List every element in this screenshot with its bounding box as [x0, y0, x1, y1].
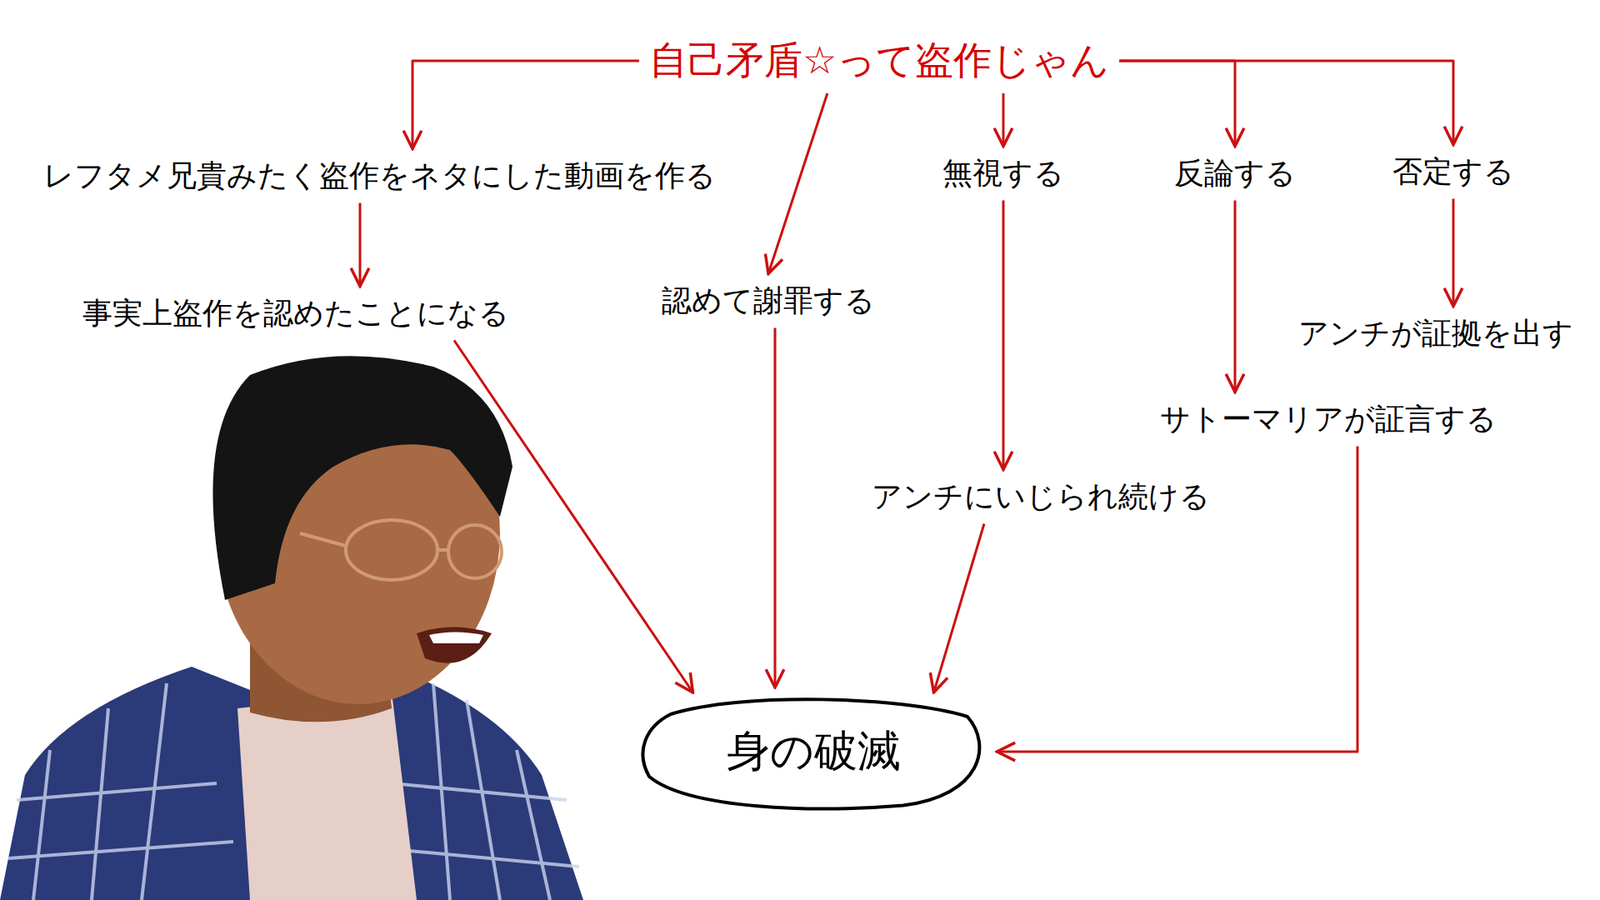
flow-arrow	[768, 93, 828, 275]
flow-arrow	[1119, 60, 1235, 147]
node-text: 無視する	[942, 153, 1065, 195]
node-text: サトーマリアが証言する	[1160, 399, 1497, 440]
flow-arrow	[454, 340, 694, 694]
hair	[212, 355, 513, 600]
node-text: 認めて謝罪する	[661, 280, 875, 322]
flow-arrow	[412, 60, 640, 150]
flow-step: 否定する	[1387, 148, 1520, 196]
flow-arrow	[1234, 200, 1237, 393]
mouth	[416, 627, 492, 664]
flow-step: レフタメ兄貴みたく盗作をネタにした動画を作る	[38, 152, 721, 200]
flow-step: 無視する	[937, 150, 1070, 198]
node-text: 事実上盗作を認めたことになる	[82, 293, 510, 335]
node-text: 否定する	[1392, 151, 1515, 193]
glasses	[300, 520, 502, 580]
flow-arrow	[774, 328, 777, 689]
ellipse-outline-path	[642, 699, 980, 809]
node-text: レフタメ兄貴みたく盗作をネタにした動画を作る	[43, 155, 716, 197]
node-text: 身の破滅	[726, 722, 901, 781]
flow-step: アンチが証拠を出す	[1293, 310, 1579, 358]
flow-step: サトーマリアが証言する	[1155, 395, 1502, 444]
flow-step: アンチにいじられ続ける	[866, 473, 1215, 521]
flow-arrow	[1002, 200, 1005, 470]
node-text: アンチにいじられ続ける	[871, 476, 1210, 518]
flow-arrow	[359, 203, 362, 287]
node-text: アンチが証拠を出す	[1298, 313, 1574, 355]
flow-arrow	[1452, 199, 1455, 307]
node-text: 自己矛盾☆って盗作じゃん	[649, 35, 1110, 87]
flow-arrow	[934, 524, 985, 694]
flow-step: 事実上盗作を認めたことになる	[77, 290, 515, 338]
teeth	[429, 632, 484, 645]
question-heading: 自己矛盾☆って盗作じゃん	[644, 31, 1115, 90]
flow-arrow	[1119, 60, 1454, 145]
flow-step: 認めて謝罪する	[656, 277, 880, 325]
t-shirt	[237, 691, 417, 900]
node-text: 反論する	[1174, 153, 1296, 195]
flow-step: 反論する	[1169, 150, 1301, 198]
flow-arrow	[1002, 93, 1005, 147]
outcome-ellipse: 身の破滅	[635, 689, 993, 815]
